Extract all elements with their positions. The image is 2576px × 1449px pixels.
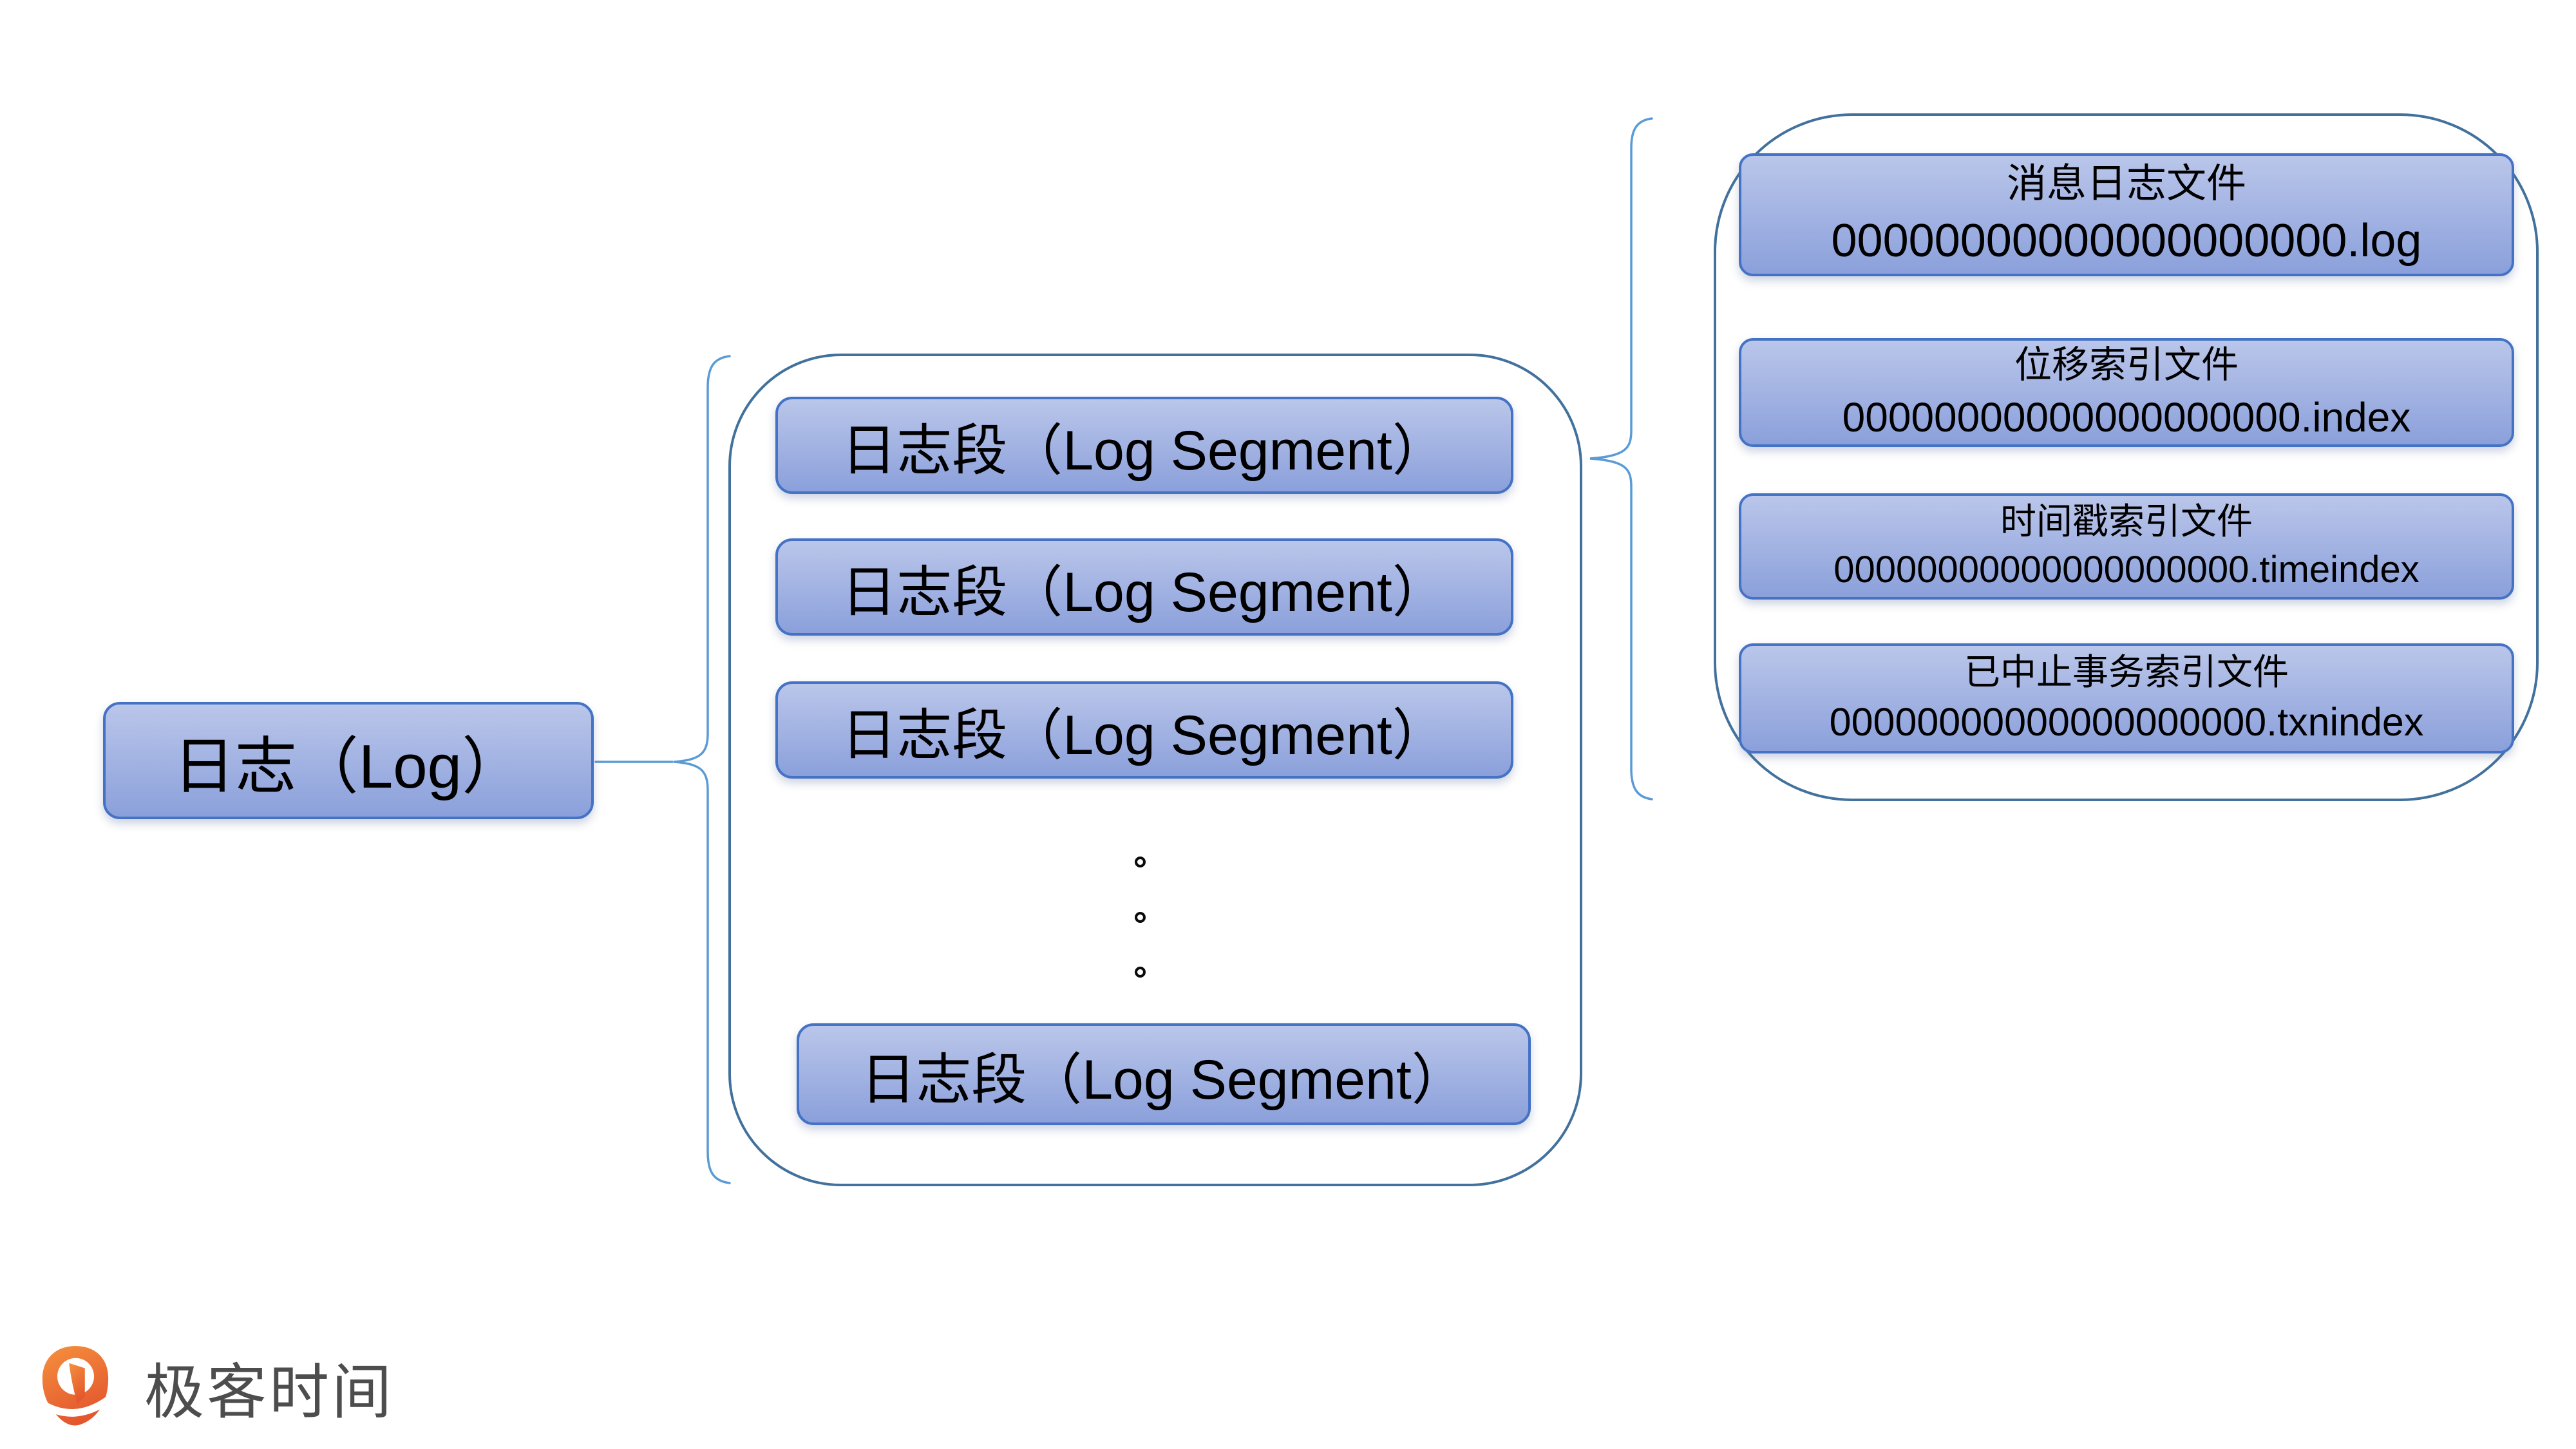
file-name: 00000000000000000000.txnindex [1829, 700, 2424, 744]
log-segment-label: 日志段（Log Segment） [841, 562, 1448, 623]
ellipsis-dot [1135, 967, 1146, 978]
txn-index-file-node: 已中止事务索引文件 00000000000000000000.txnindex [1739, 643, 2514, 753]
log-segment-node: 日志段（Log Segment） [775, 681, 1513, 779]
file-title: 位移索引文件 [2014, 344, 2239, 386]
right-brace-icon [1589, 117, 1653, 800]
log-segment-label: 日志段（Log Segment） [841, 705, 1448, 766]
log-segment-node: 日志段（Log Segment） [775, 397, 1513, 494]
files-container [1714, 113, 2539, 801]
log-node: 日志（Log） [103, 702, 594, 819]
ellipsis-dot [1135, 857, 1146, 867]
left-brace-icon [673, 355, 731, 1184]
file-name: 00000000000000000000.log [1831, 214, 2422, 267]
log-segment-node: 日志段（Log Segment） [775, 538, 1513, 636]
geektime-logo-text: 极客时间 [144, 1358, 394, 1426]
logo-swoosh [37, 1394, 113, 1417]
log-segment-label: 日志段（Log Segment） [860, 1048, 1467, 1111]
file-title: 时间戳索引文件 [2000, 501, 2253, 542]
log-segment-node-last: 日志段（Log Segment） [797, 1023, 1531, 1125]
segments-container [728, 354, 1582, 1186]
message-log-file-node: 消息日志文件 00000000000000000000.log [1739, 153, 2514, 276]
log-segment-label: 日志段（Log Segment） [841, 420, 1448, 482]
file-title: 已中止事务索引文件 [1964, 652, 2289, 693]
time-index-file-node: 时间戳索引文件 00000000000000000000.timeindex [1739, 493, 2514, 600]
log-node-label: 日志（Log） [173, 732, 524, 801]
offset-index-file-node: 位移索引文件 00000000000000000000.index [1739, 338, 2514, 447]
file-name: 00000000000000000000.index [1842, 393, 2411, 440]
geektime-logo: 极客时间 [37, 1341, 394, 1432]
file-name: 00000000000000000000.timeindex [1833, 549, 2420, 591]
ellipsis-dot [1135, 912, 1146, 923]
logo-needle [69, 1363, 85, 1405]
geektime-logo-icon [37, 1346, 113, 1426]
file-title: 消息日志文件 [2006, 162, 2246, 207]
